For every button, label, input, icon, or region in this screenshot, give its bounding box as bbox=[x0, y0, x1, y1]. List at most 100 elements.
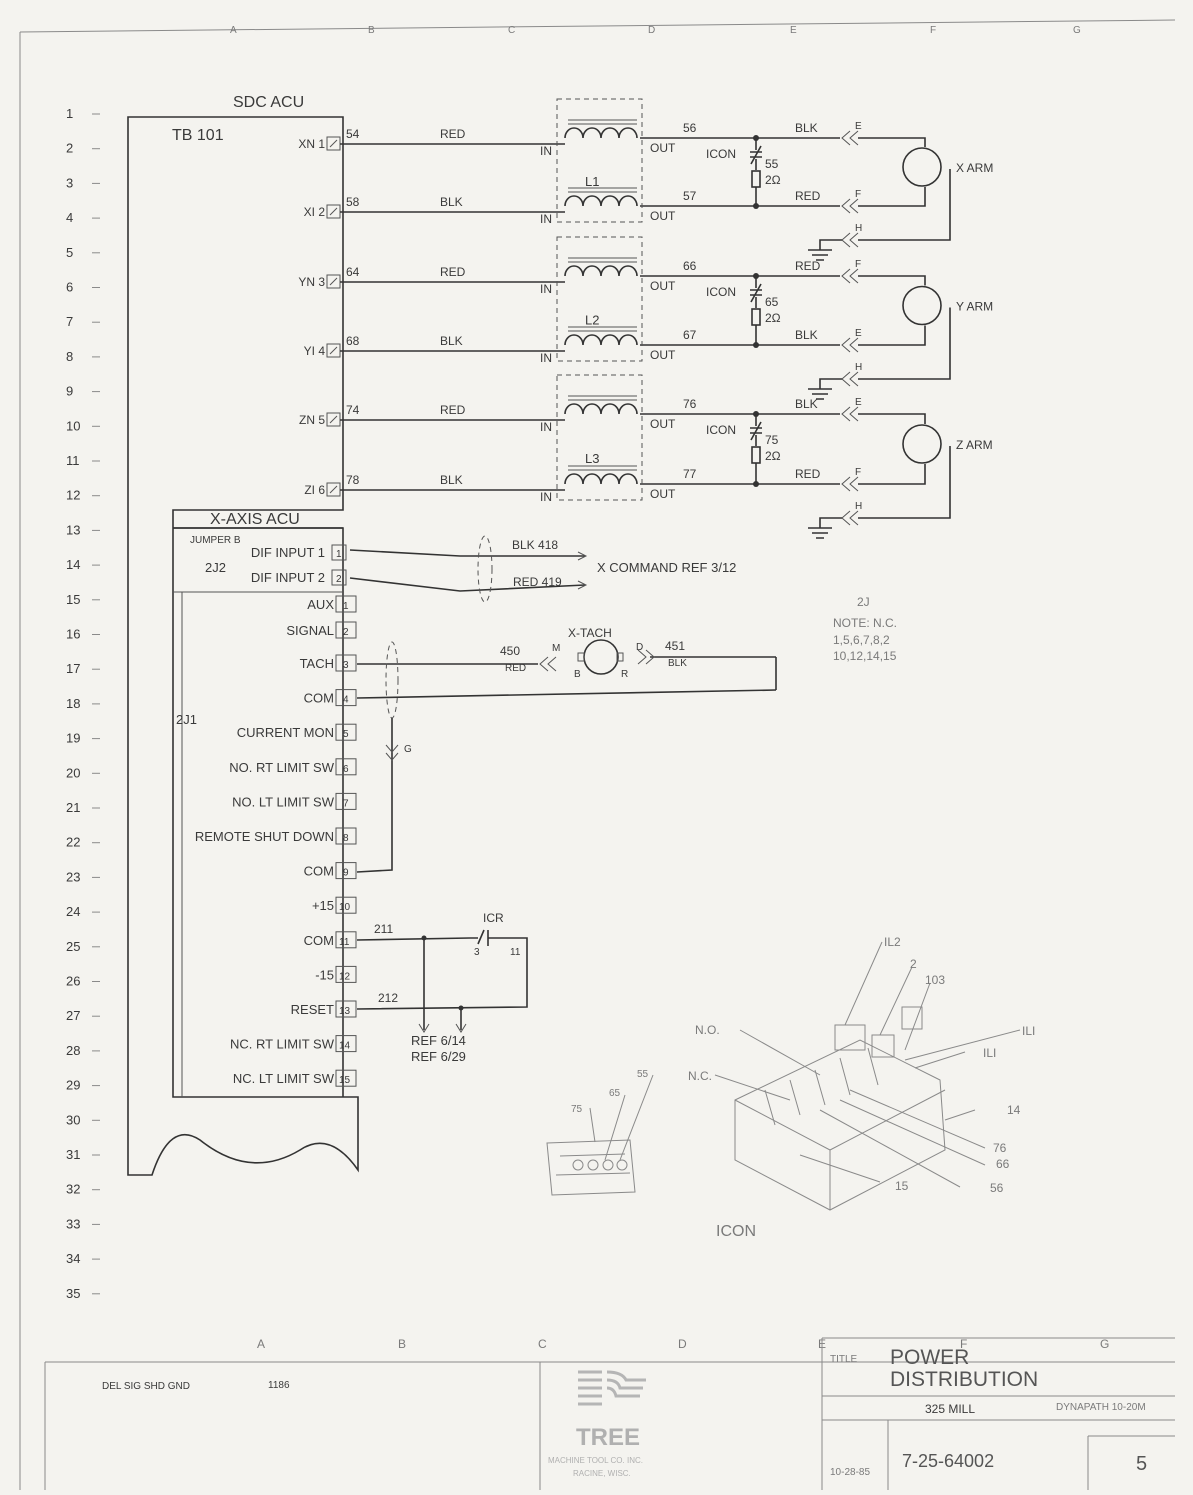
row-number: 6 bbox=[66, 280, 73, 295]
row-number: 25 bbox=[66, 939, 80, 954]
motor-pin: F bbox=[855, 259, 861, 270]
x-command-ref: X COMMAND REF 3/12 bbox=[597, 560, 736, 575]
column-letter-bottom: B bbox=[398, 1337, 406, 1351]
icr-contact bbox=[470, 929, 496, 946]
output-wire-number: 67 bbox=[683, 328, 697, 342]
pin-number: 2 bbox=[343, 627, 349, 638]
terminal-label: YN 3 bbox=[298, 275, 325, 289]
row-number: 21 bbox=[66, 800, 80, 815]
output-wire-number: 56 bbox=[683, 121, 697, 135]
pin-box bbox=[335, 758, 357, 776]
pin-box bbox=[335, 595, 357, 613]
shield-drain-wire bbox=[356, 718, 393, 873]
tach-pin-r: R bbox=[621, 669, 628, 680]
pin-box bbox=[335, 896, 357, 914]
company-line-1: MACHINE TOOL CO. INC. bbox=[548, 1456, 643, 1465]
inductor-coil-icon bbox=[564, 403, 638, 415]
pin-box bbox=[335, 621, 357, 639]
screw-slot bbox=[329, 485, 338, 494]
ref-6-29: REF 6/29 bbox=[411, 1049, 466, 1064]
company-line-2: RACINE, WISC. bbox=[573, 1469, 631, 1478]
motor-icon bbox=[902, 147, 942, 187]
screw-slot bbox=[329, 346, 338, 355]
plug-connector-icon bbox=[841, 406, 859, 422]
terminal-label: YI 4 bbox=[304, 344, 326, 358]
pin-number: 12 bbox=[339, 971, 351, 982]
inductor-core bbox=[568, 119, 637, 125]
blk-418-wire bbox=[349, 549, 585, 557]
row-number: 16 bbox=[66, 627, 80, 642]
resistor-icon bbox=[751, 308, 761, 326]
callout-2: 2 bbox=[910, 957, 917, 971]
inductor-in-label: IN bbox=[540, 351, 552, 365]
inductor-in-label: IN bbox=[540, 282, 552, 296]
inductor-out-label: OUT bbox=[650, 279, 676, 293]
motor-name: X ARM bbox=[956, 161, 993, 175]
ground-g-label: G bbox=[404, 744, 412, 755]
plug-connector-icon bbox=[841, 510, 859, 526]
tach-color-red: RED bbox=[505, 663, 526, 674]
motor-pin: H bbox=[855, 223, 862, 234]
pin-number: 13 bbox=[339, 1006, 351, 1017]
wire-212: 212 bbox=[378, 991, 398, 1005]
icon-detail-drawing: 75 65 55 IL2 2 103 ILI ILI 14 76 66 56 1… bbox=[546, 935, 1035, 1240]
strip-screw-4 bbox=[616, 1159, 628, 1171]
pin-box bbox=[335, 689, 357, 707]
row-number: 9 bbox=[66, 384, 73, 399]
inductor-coil-icon bbox=[564, 127, 638, 139]
row-number: 2 bbox=[66, 141, 73, 156]
callout-ili-2: ILI bbox=[983, 1046, 996, 1060]
title-distribution: DISTRIBUTION bbox=[890, 1368, 1038, 1391]
motor-name: Y ARM bbox=[956, 300, 993, 314]
pin-label: CURRENT MON bbox=[237, 725, 334, 740]
callout-103: 103 bbox=[925, 973, 945, 987]
row-number: 7 bbox=[66, 314, 73, 329]
wire-211: 211 bbox=[374, 922, 393, 936]
motor-icon bbox=[902, 285, 942, 326]
resistor-value: 2Ω bbox=[765, 311, 781, 325]
inductor-in-label: IN bbox=[540, 212, 552, 226]
wire-number: 78 bbox=[346, 473, 360, 487]
column-letter-bottom: A bbox=[257, 1337, 265, 1351]
motor-lead-top bbox=[858, 137, 926, 147]
column-letter-top: F bbox=[930, 25, 936, 36]
resistor-icon bbox=[751, 170, 761, 188]
sdc-acu-title: SDC ACU bbox=[233, 94, 304, 111]
icon-relay-body-icon bbox=[734, 1039, 946, 1211]
inductor-name: L1 bbox=[585, 174, 599, 189]
pin-box bbox=[335, 965, 357, 983]
pin-number: 15 bbox=[339, 1075, 351, 1086]
resistor-wire-number: 75 bbox=[765, 433, 779, 447]
motor-bottom-color: RED bbox=[795, 189, 821, 203]
motor-bottom-color: RED bbox=[795, 467, 821, 481]
column-letter-top: D bbox=[648, 25, 655, 36]
wire-color: BLK bbox=[440, 334, 463, 348]
shield-2j2 bbox=[477, 535, 493, 603]
relay-callout-lines-top bbox=[844, 941, 1021, 1121]
icon-terminal-strip-icon bbox=[546, 1139, 636, 1196]
inductor-coil-icon bbox=[564, 334, 638, 346]
wire-number: 64 bbox=[346, 265, 360, 279]
row-number: 12 bbox=[66, 488, 80, 503]
row-number: 5 bbox=[66, 245, 73, 260]
motor-top-color: BLK bbox=[795, 397, 818, 411]
acu-frame bbox=[127, 116, 359, 1176]
red-419-wire bbox=[349, 577, 586, 592]
row-number: 17 bbox=[66, 661, 80, 676]
row-number: 30 bbox=[66, 1112, 80, 1127]
screw-slot bbox=[329, 139, 338, 148]
row-number: 31 bbox=[66, 1147, 80, 1162]
callout-76: 76 bbox=[993, 1141, 1007, 1155]
row-number: 23 bbox=[66, 869, 80, 884]
row-number: 1 bbox=[66, 106, 73, 121]
inductor-in-label: IN bbox=[540, 144, 552, 158]
